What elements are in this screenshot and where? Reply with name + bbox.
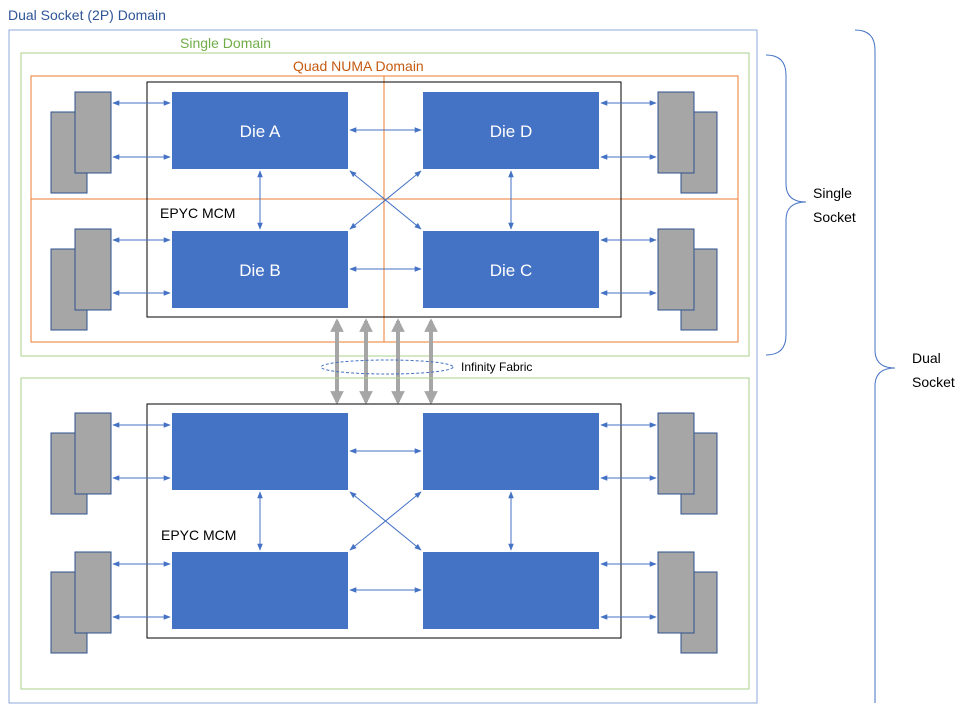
memory-module-bottom-left-lower	[50, 551, 112, 654]
bottom-die-top-left	[172, 413, 348, 490]
single-socket-brace	[765, 54, 807, 356]
memory-module-top-left-lower	[50, 228, 112, 331]
die-b-block	[172, 231, 348, 308]
die-d-label: Die D	[490, 122, 533, 141]
bottom-epyc-mcm-label: EPYC MCM	[161, 527, 236, 543]
dual-socket-domain-label: Dual Socket (2P) Domain	[8, 7, 166, 23]
bottom-socket-domain-border	[20, 377, 750, 690]
dual-socket-label-line1: Dual	[912, 350, 941, 366]
top-die-c: Die C	[423, 231, 599, 308]
bottom-die-bottom-left	[172, 552, 348, 629]
die-a-block	[172, 92, 348, 169]
single-domain-border	[20, 52, 750, 357]
top-memory-modules	[50, 91, 718, 331]
top-die-b: Die B	[172, 231, 348, 308]
die-c-block	[423, 231, 599, 308]
infinity-fabric-label: Infinity Fabric	[461, 360, 532, 374]
dual-socket-domain-border	[8, 29, 758, 704]
single-socket-label-line2: Socket	[813, 209, 856, 225]
bottom-memory-modules	[50, 412, 718, 654]
bottom-die-interconnects	[257, 448, 514, 593]
die-b-label: Die B	[239, 261, 281, 280]
infinity-fabric-ellipse	[320, 359, 454, 375]
die-d-block	[423, 92, 599, 169]
memory-module-top-right-lower	[657, 228, 718, 331]
top-memory-links	[112, 100, 657, 296]
memory-module-top-left-upper	[50, 91, 112, 194]
top-die-interconnects	[257, 127, 514, 272]
bottom-memory-links	[112, 422, 657, 620]
memory-module-bottom-left-upper	[50, 412, 112, 515]
bottom-die-top-right	[423, 413, 599, 490]
memory-module-top-right-upper	[657, 91, 718, 194]
single-socket-label-line1: Single	[813, 185, 852, 201]
die-a-label: Die A	[240, 122, 281, 141]
top-epyc-mcm-package	[146, 81, 622, 318]
single-domain-label: Single Domain	[180, 35, 271, 51]
memory-module-bottom-right-lower	[657, 551, 718, 654]
top-die-d: Die D	[423, 92, 599, 169]
quad-numa-domain-label: Quad NUMA Domain	[293, 58, 424, 74]
top-epyc-mcm-label: EPYC MCM	[160, 205, 235, 221]
top-die-a: Die A	[172, 92, 348, 169]
dual-socket-label-line2: Socket	[912, 374, 955, 390]
die-c-label: Die C	[490, 261, 533, 280]
bottom-epyc-mcm-package	[146, 403, 622, 639]
link-die-d-die-b	[349, 170, 422, 230]
bottom-die-bottom-right	[423, 552, 599, 629]
memory-module-bottom-right-upper	[657, 412, 718, 515]
dual-socket-brace	[854, 29, 896, 703]
